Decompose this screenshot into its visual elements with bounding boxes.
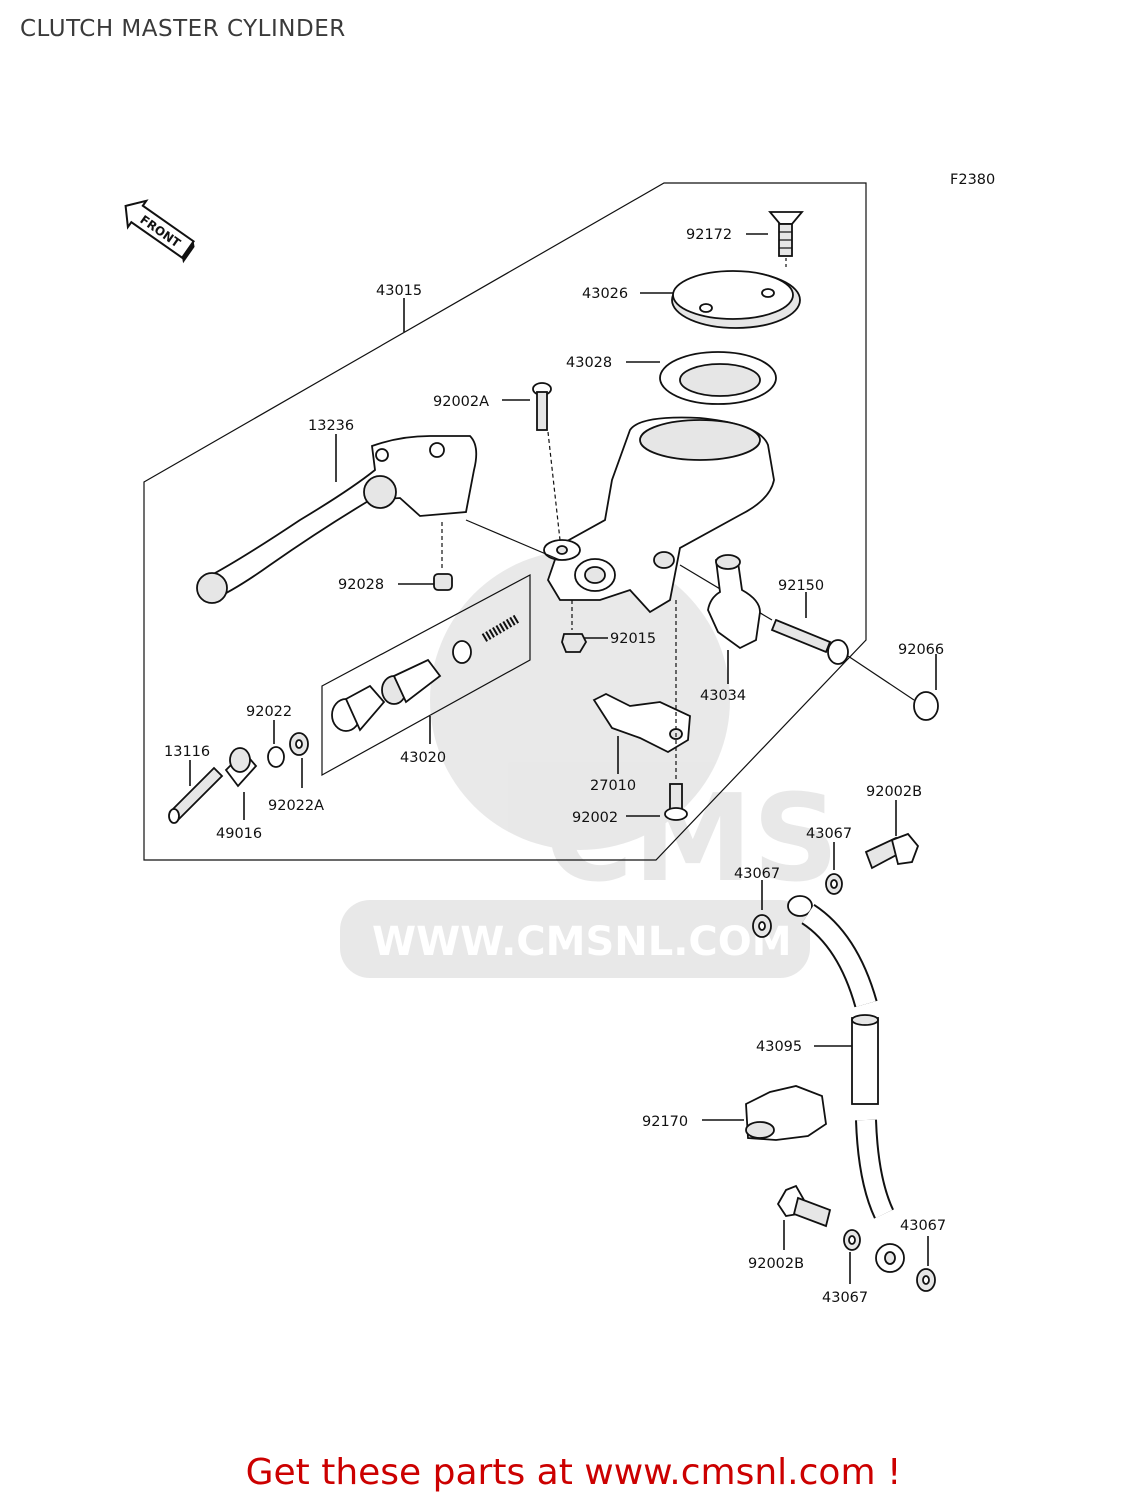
- part-label-92066: 92066: [898, 642, 944, 658]
- hose-clamp-92170-icon: [745, 1085, 827, 1141]
- part-label-43067-b: 43067: [734, 866, 780, 882]
- part-label-92002B-bottom: 92002B: [748, 1256, 804, 1272]
- watermark-url: WWW.CMSNL.COM: [372, 919, 792, 965]
- reservoir-cap-43026-icon: [671, 270, 801, 329]
- switch-27010-icon: [592, 692, 691, 754]
- footer-parts-link[interactable]: Get these parts at www.cmsnl.com !: [245, 1452, 902, 1493]
- diaphragm-43028-icon: [659, 351, 777, 405]
- pin-92028-icon: [433, 522, 453, 591]
- part-label-92002: 92002: [572, 810, 618, 826]
- part-label-43026: 43026: [582, 286, 628, 302]
- part-label-43067-d: 43067: [900, 1218, 946, 1234]
- part-label-43015: 43015: [376, 283, 422, 299]
- piston-kit-43020-icon: [331, 614, 521, 732]
- washer-43067-d-icon: [916, 1268, 936, 1292]
- watermark-logo: CMS: [545, 770, 839, 909]
- washer-43067-b-icon: [752, 914, 772, 938]
- subassembly-outline-43020: [321, 573, 531, 777]
- part-label-43028: 43028: [566, 355, 612, 371]
- bolt-92150-icon: [679, 564, 849, 665]
- banjo-bolt-92002B-bottom-icon: [776, 1184, 832, 1228]
- part-label-92002A: 92002A: [433, 394, 489, 410]
- front-arrow-icon: FRONT: [124, 199, 195, 264]
- figure-code: F2380: [950, 172, 995, 188]
- clutch-lever-13236-icon: [196, 435, 561, 604]
- nut-92015-icon: [561, 600, 588, 653]
- part-label-27010: 27010: [590, 778, 636, 794]
- part-label-92028: 92028: [338, 577, 384, 593]
- circlip-92022-icon: [267, 746, 285, 768]
- part-label-92002B-top: 92002B: [866, 784, 922, 800]
- exploded-parts-diagram: CMS WWW.CMSNL.COM F2380 FRONT 43015 9217…: [124, 172, 995, 1306]
- part-label-49016: 49016: [216, 826, 262, 842]
- banjo-bolt-92002B-top-icon: [864, 832, 920, 870]
- washer-92022A-icon: [289, 732, 309, 756]
- screw-92002A-icon: [532, 382, 561, 541]
- clamp-43034-icon: [707, 554, 761, 650]
- part-label-13236: 13236: [308, 418, 354, 434]
- part-label-92150: 92150: [778, 578, 824, 594]
- part-label-43034: 43034: [700, 688, 746, 704]
- part-label-43067-c: 43067: [822, 1290, 868, 1306]
- screw-92172-icon: [768, 211, 804, 270]
- part-label-13116: 13116: [164, 744, 210, 760]
- part-label-43067-a: 43067: [806, 826, 852, 842]
- assembly-outline-43015: [143, 182, 867, 861]
- part-label-92022: 92022: [246, 704, 292, 720]
- washer-43067-a-icon: [825, 873, 843, 895]
- part-label-92015: 92015: [610, 631, 656, 647]
- part-label-92170: 92170: [642, 1114, 688, 1130]
- adjuster-49016-icon: [224, 747, 258, 788]
- pushrod-13116-icon: [168, 766, 224, 824]
- cap-92066-icon: [847, 655, 939, 721]
- clutch-hose-43095-icon: [787, 895, 905, 1273]
- part-label-92022A: 92022A: [268, 798, 324, 814]
- screw-92002-icon: [664, 600, 688, 821]
- cms-watermark: CMS WWW.CMSNL.COM: [340, 550, 839, 978]
- page-title: CLUTCH MASTER CYLINDER: [20, 16, 346, 42]
- washer-43067-c-icon: [843, 1229, 861, 1251]
- master-cylinder-body-icon: [543, 416, 775, 614]
- part-label-43095: 43095: [756, 1039, 802, 1055]
- part-label-43020: 43020: [400, 750, 446, 766]
- part-label-92172: 92172: [686, 227, 732, 243]
